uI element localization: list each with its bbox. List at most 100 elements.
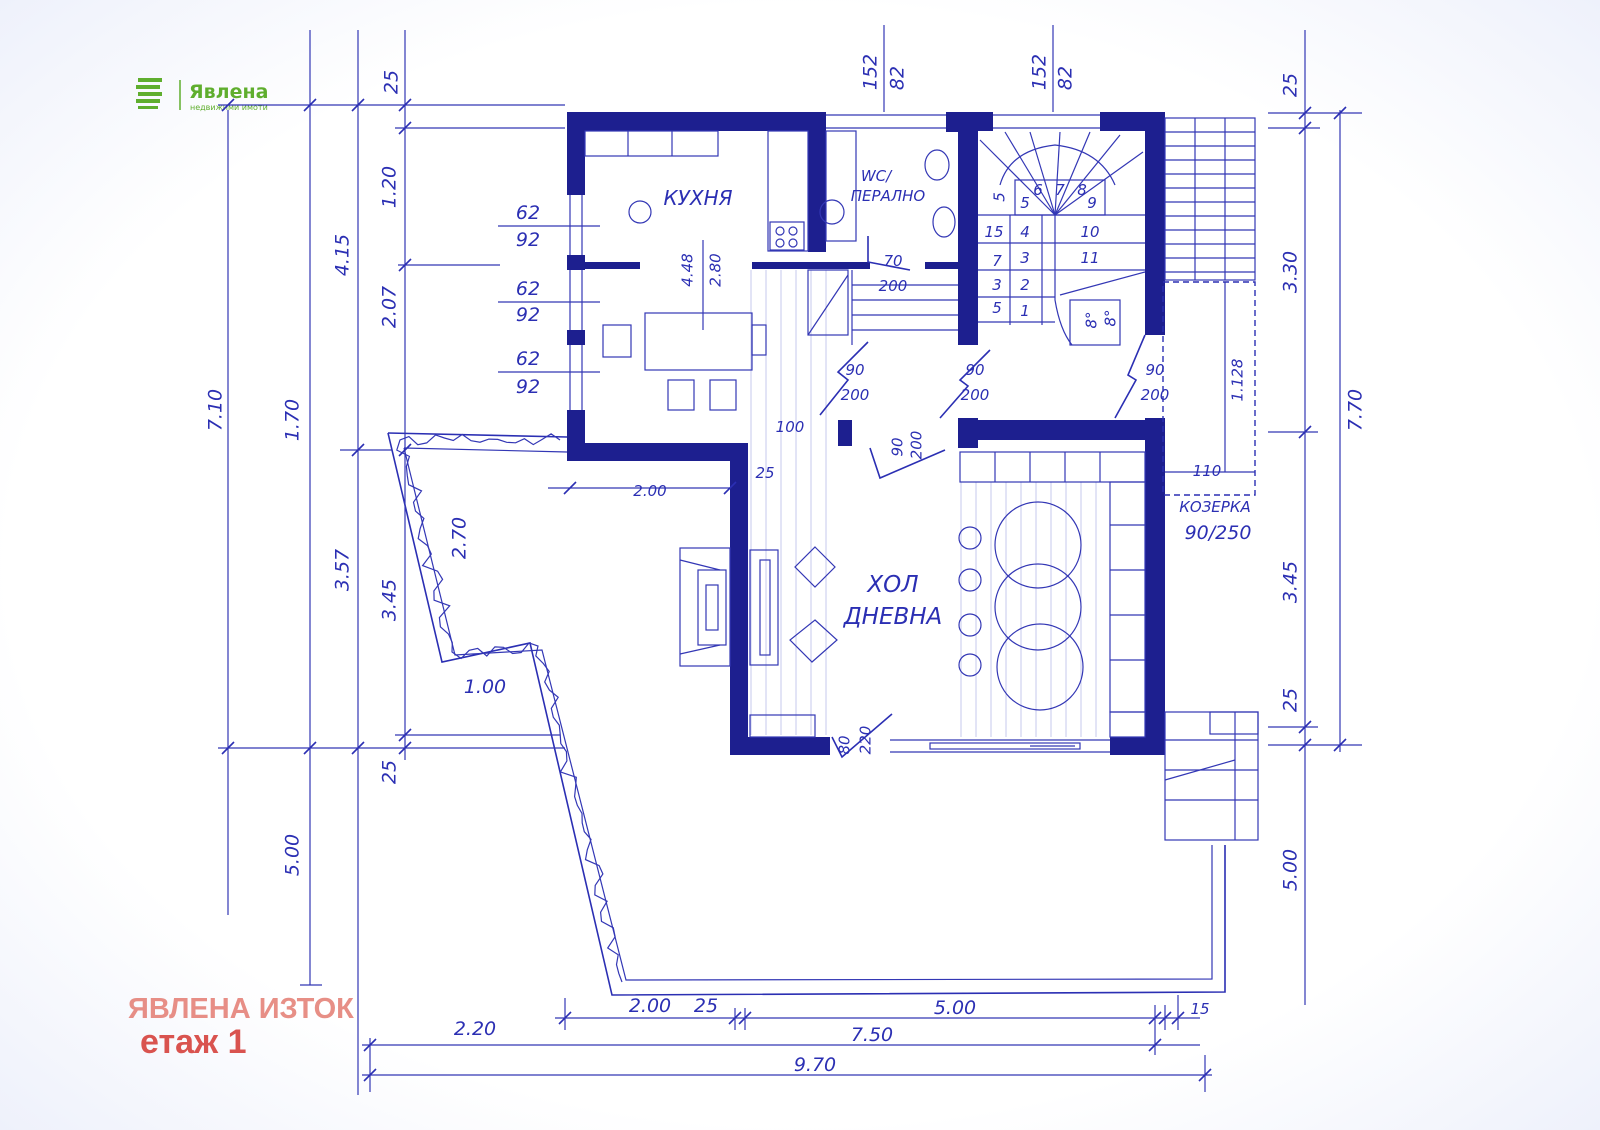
window-width-label: 62: [516, 348, 540, 370]
partition-kitchen: [752, 262, 812, 269]
hall-bench: [749, 714, 816, 738]
window-width-label: 62: [516, 202, 540, 224]
label-porch-size: 90/250: [1185, 522, 1252, 544]
stair-number: 8: [1077, 181, 1087, 199]
dining-table: [644, 312, 753, 371]
logo-stripe: [136, 85, 160, 89]
stair-number: 3: [1020, 249, 1030, 267]
logo-stripe: [138, 78, 162, 82]
dimension-tick: [1171, 1011, 1185, 1025]
wall-kitchen-bottom: [567, 443, 748, 461]
wall-living-bottom: [730, 737, 830, 755]
door-porch: [1114, 334, 1146, 419]
stair-number: 11: [1080, 249, 1099, 267]
dim-label: 100: [776, 418, 805, 436]
dim-label: 4.48: [679, 253, 697, 286]
terrace-inner-edge-top: [403, 447, 568, 453]
door-hall: [819, 341, 869, 416]
living-furniture: [679, 451, 1146, 738]
caption-floor: етаж 1: [140, 1023, 246, 1061]
dim-label: 25: [1280, 688, 1302, 712]
dim-label: 1.128: [1229, 359, 1247, 402]
dimension-tick: [398, 741, 412, 755]
company-logo: Явлена недвижими имоти: [136, 78, 268, 112]
logo-stripe: [138, 106, 158, 109]
dim-label: 5.00: [1280, 849, 1302, 891]
dimension-tick: [1148, 1011, 1162, 1025]
door-width-label: 80: [836, 735, 854, 754]
windows: [569, 114, 1135, 753]
dim-label: 2.00: [629, 995, 671, 1017]
dim-label: 2.70: [449, 517, 471, 559]
bench-seat: [1109, 481, 1146, 713]
wall-right-upper: [1145, 112, 1165, 335]
top-dimension-labels: 152 82 152 82: [860, 54, 1077, 90]
dimension-tick: [1333, 106, 1347, 120]
fireplace-detail: [679, 559, 721, 571]
partition-kitchen: [585, 262, 640, 269]
dim-label: 3.30: [1280, 251, 1302, 293]
stair-winder: [1054, 131, 1061, 216]
label-wc: WC/: [861, 167, 893, 185]
dimension-tick: [1148, 1038, 1162, 1052]
stair-mark: 3: [992, 276, 1002, 294]
left-dimension-labels: 25 1.20 2.07 4.15 7.10 1.70 3.57 3.45 25…: [205, 70, 507, 876]
outside-stairs-bottom: [1164, 711, 1259, 841]
door-stairs: [939, 349, 991, 419]
fireplace-inner: [705, 584, 719, 631]
stair-mark: 5: [991, 192, 1009, 202]
caption-office: ЯВЛЕНА ИЗТОК: [128, 993, 354, 1025]
window-height-label: 92: [516, 376, 540, 398]
doors: [819, 236, 1146, 759]
partition-wc: [925, 262, 960, 269]
dining-chair: [667, 379, 695, 411]
dim-label: 1.00: [464, 676, 506, 698]
outside-stairs-steps: [1165, 131, 1255, 273]
wall-top-kitchen: [567, 112, 826, 131]
porch-outline: [1162, 281, 1256, 496]
dim-label: 3.45: [379, 579, 401, 621]
dimension-tick: [1298, 720, 1312, 734]
dimension-tick: [221, 98, 235, 112]
dim-label: 152: [1029, 54, 1051, 90]
round-table: [994, 563, 1082, 651]
stair-mark: 5: [992, 299, 1002, 317]
wall-wc-stairs-top: [946, 112, 978, 132]
dimension-tick: [558, 1011, 572, 1025]
window-living-sash: [929, 742, 1081, 750]
stool: [958, 526, 982, 550]
window-height-label: 92: [516, 229, 540, 251]
dim-label: 7.50: [851, 1024, 893, 1046]
dimension-tick: [398, 728, 412, 742]
stool: [958, 613, 982, 637]
kitchen-counter: [584, 130, 719, 157]
stair-mark: 7: [992, 252, 1002, 270]
dimension-tick: [398, 121, 412, 135]
bottom-stairs-step: [1209, 711, 1259, 735]
label-living: ДНЕВНА: [843, 604, 943, 630]
dimension-tick: [728, 1011, 742, 1025]
toilet: [924, 149, 950, 181]
wall-shelving: [959, 451, 1146, 483]
side-table: [794, 546, 836, 588]
terrace-outer-edge-top: [387, 432, 568, 438]
tv-cabinet: [749, 549, 779, 666]
wc-counter: [825, 130, 857, 242]
stair-number: 2: [1020, 276, 1030, 294]
dimension-tick: [351, 741, 365, 755]
window-width-label: 62: [516, 278, 540, 300]
door-wc: [867, 236, 911, 271]
terrace-outer-edge: [387, 432, 1226, 996]
dim-label: 25: [755, 464, 774, 482]
stair-handrail: [999, 144, 1116, 186]
stool: [958, 568, 982, 592]
dim-label: 7.70: [1345, 389, 1367, 431]
dimension-tick: [738, 1011, 752, 1025]
door-height-label: 200: [961, 386, 990, 404]
label-hall: ХОЛ: [866, 572, 918, 598]
wall-below-stairs: [960, 420, 1165, 440]
wall-stub: [958, 418, 978, 448]
dim-label: 82: [887, 66, 909, 90]
